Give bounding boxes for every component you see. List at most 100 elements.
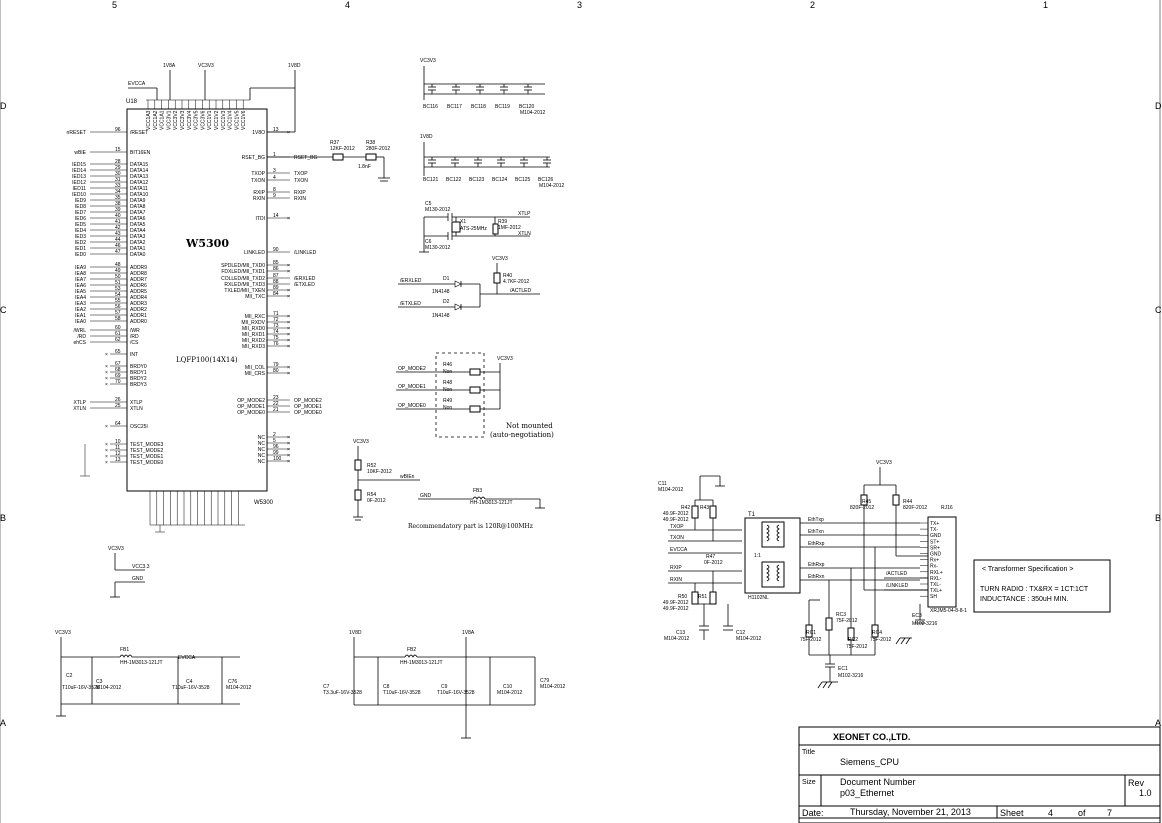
bypass-cap-ref: BC122 [446, 177, 462, 183]
pin-name: DATA9 [130, 198, 146, 204]
top-pin-name: VCC1V5 [234, 110, 240, 130]
d2-part: 1N4148 [432, 313, 450, 319]
pin-name: MII_CRS [245, 371, 266, 377]
c76-ref: C76 [228, 679, 237, 685]
r45-ref: R45 [862, 499, 871, 505]
not-mounted-note: Not mounted [506, 422, 553, 430]
pin-net: IEA5 [75, 289, 86, 295]
no-connect-mark: × [287, 320, 290, 326]
pin-number: 57 [115, 310, 121, 316]
r40-ref: R40 [503, 273, 512, 279]
pin-name: MII_RXD3 [242, 344, 265, 350]
pin-number: 13 [115, 457, 121, 463]
ec3-ref: EC3 [912, 613, 922, 619]
pin-name: OSC25I [130, 424, 148, 430]
tb-date: Thursday, November 21, 2013 [850, 807, 971, 817]
ethtxp-net: EthTxp [808, 517, 824, 523]
c9-ref: C9 [441, 684, 448, 690]
rc3-ref: RC3 [836, 612, 846, 618]
top-pin-name: VCC1V3 [221, 110, 227, 130]
pin-number: 70 [115, 379, 121, 385]
top-pin-name: VCC3V3 [180, 110, 186, 130]
r44-ref: R44 [903, 499, 912, 505]
rj-pin-name: SH [930, 594, 937, 600]
pin-name: INT [130, 352, 138, 358]
c2-val: T10uF-16V-3528 [62, 685, 100, 691]
aux-vc3v3: VC3V3 [108, 546, 124, 552]
no-connect-mark: × [287, 441, 290, 447]
bypass-cap-ref: BC117 [447, 104, 462, 110]
pin-number: 58 [115, 316, 121, 322]
r38-ref: R38 [366, 140, 375, 146]
rset-network: R37 12KF-2012 R38 280F-2012 1.8nF [267, 140, 390, 182]
rxip-net: RXIP [670, 565, 682, 571]
c76-val: M104-2012 [226, 685, 252, 691]
rc4-val: 75F-2012 [870, 637, 892, 643]
top-pin-name: VCC3V1 [166, 110, 172, 130]
pin-net: IED7 [75, 210, 86, 216]
pin-name: /RD [130, 334, 139, 340]
bypass-cap-val: M104-2012 [539, 183, 565, 189]
rc1-ref: RC1 [806, 630, 816, 636]
pin-number: 23 [273, 395, 279, 401]
pin-name: MII_RXC [245, 314, 266, 320]
chip-package: LQFP100(14X14) [176, 356, 238, 364]
no-connect-mark: × [287, 216, 290, 222]
pin-name: XTLN [130, 406, 143, 412]
pin-net: IED8 [75, 204, 86, 210]
c8-ref: C8 [383, 684, 390, 690]
pin-number: 75 [273, 335, 279, 341]
row-marker-d-right: D [1155, 101, 1162, 111]
spec-line1: TURN RADIO : TX&RX = 1CT:1CT [980, 586, 1089, 593]
pin-number: 89 [273, 285, 279, 291]
pin-name: BRDY3 [130, 382, 147, 388]
pin-number: 88 [273, 279, 279, 285]
no-connect-mark: × [287, 269, 290, 275]
pin-number: 15 [115, 147, 121, 153]
rail-1v8a: 1V8A [163, 63, 176, 69]
rc1-val: 75F-2012 [800, 637, 822, 643]
r50-val: 49.9F-2012 [663, 600, 689, 606]
r42-val: 49.9F-2012 [663, 511, 689, 517]
op-mode-network: OP_MODE2 OP_MODE1 OP_MODE0 R46 Non R48 N… [396, 352, 554, 439]
top-pin-name: VCC3V2 [173, 110, 179, 130]
pin-name: ADDR1 [130, 313, 147, 319]
pin-number: 41 [115, 219, 121, 225]
pin-name: MII_RXD1 [242, 332, 265, 338]
pin-name: NC [258, 447, 266, 453]
rj-pin-name: Rx- [930, 564, 938, 570]
bypass-cap-ref: BC124 [492, 177, 508, 183]
opmode0-net: OP_MODE0 [398, 403, 426, 409]
pin-net: IED9 [75, 198, 86, 204]
actled-net: /ACTLED [510, 288, 532, 294]
txop-net: TXOP [670, 524, 684, 530]
no-connect-mark: × [105, 382, 108, 388]
no-connect-mark: × [105, 352, 108, 358]
bypass-cap-ref: BC118 [471, 104, 486, 110]
pin-net: IED5 [75, 222, 86, 228]
pin-name: ADDR3 [130, 301, 147, 307]
pin-net: IEA1 [75, 313, 86, 319]
c5-ref: C5 [425, 201, 432, 207]
r54-ref: R54 [367, 492, 376, 498]
ethtxn-net: EthTxn [808, 529, 824, 535]
pin-net: /LINKLED [294, 250, 317, 256]
tb-rev: 1.0 [1139, 788, 1152, 798]
r47-val: 0F-2012 [704, 560, 723, 566]
r49-val: Non [443, 405, 452, 411]
top-pin-name: VCC1V4 [228, 110, 234, 130]
top-pin-name: VCC3V5 [194, 110, 200, 130]
fb3-val: HH-1M3013-121JT [470, 500, 513, 506]
r51-ref: R51 [698, 594, 707, 600]
pin-name: RXIN [253, 196, 265, 202]
top-pin-name: VCC3V6 [200, 110, 206, 130]
no-connect-mark: × [287, 263, 290, 269]
pin-net: IEA8 [75, 271, 86, 277]
pin-net: OP_MODE2 [294, 398, 322, 404]
pin-number: 73 [273, 323, 279, 329]
rj-rail: VC3V3 [876, 460, 892, 466]
pin-name: DATA8 [130, 204, 146, 210]
fb3-ref: FB3 [473, 488, 482, 494]
